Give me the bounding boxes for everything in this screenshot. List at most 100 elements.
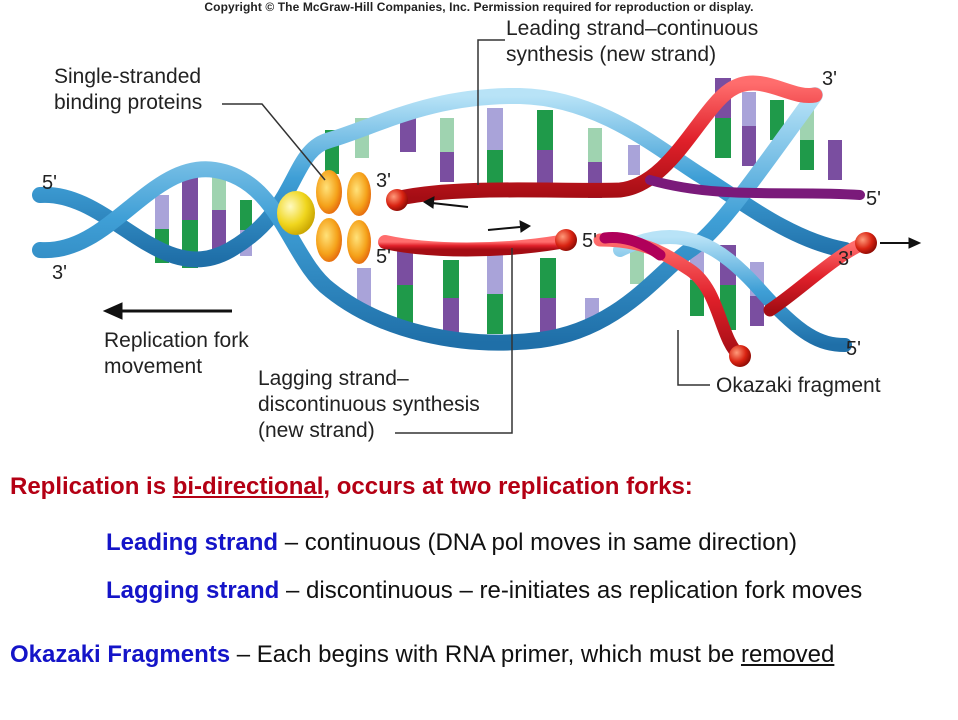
okazaki-definition: Okazaki Fragments – Each begins with RNA…: [10, 641, 834, 669]
leading-label: Leading strand–continuous synthesis (new…: [506, 16, 758, 68]
base: [715, 118, 731, 158]
base: [750, 296, 764, 326]
end-label: 3': [838, 248, 853, 270]
lagging-label-line: discontinuous synthesis: [258, 393, 480, 416]
lagging-term: Lagging strand: [106, 577, 280, 604]
new-strands: [378, 75, 867, 363]
base: [357, 268, 371, 308]
parental-strand-top: [32, 87, 853, 268]
okazaki-emphasis: removed: [740, 641, 835, 668]
arrowhead: [908, 237, 922, 249]
ssb-leader: [222, 103, 326, 181]
okazaki-term: Okazaki Fragments: [10, 641, 231, 668]
base: [628, 145, 640, 175]
base: [742, 126, 756, 166]
end-label: 5': [42, 172, 57, 194]
base: [240, 200, 252, 230]
headline: Replication is bi-directional, occurs at…: [10, 473, 693, 501]
end-label: 5': [866, 188, 881, 210]
end-label: 3': [52, 262, 67, 284]
headline-emphasis: bi-directional: [172, 473, 324, 500]
leader-lines: [222, 39, 710, 434]
arrowhead: [102, 302, 123, 320]
dna-polymerase: [555, 229, 577, 251]
arrowhead: [423, 196, 435, 209]
leading-direction-arrow: [431, 202, 469, 208]
leading-leader: [477, 39, 505, 185]
base: [537, 150, 553, 192]
base: [828, 140, 842, 180]
arrowhead: [519, 220, 531, 233]
okazaki-description: – Each begins with RNA primer, which mus…: [230, 641, 741, 668]
leading-strand-tail: [645, 175, 865, 200]
base: [630, 250, 644, 284]
base: [540, 258, 556, 298]
ssb-protein: [347, 172, 371, 216]
okazaki-leader: [677, 330, 710, 386]
helicase: [277, 191, 315, 235]
dna-polymerase: [386, 189, 408, 211]
base: [397, 285, 413, 327]
ssb-protein: [316, 170, 342, 214]
lagging-definition: Lagging strand – discontinuous – re-init…: [106, 577, 862, 605]
base: [397, 245, 413, 285]
parental-strand-right: [613, 229, 852, 352]
ssb-protein: [316, 218, 342, 262]
base: [440, 152, 454, 182]
base: [487, 250, 503, 294]
right-new-strand: [763, 238, 867, 317]
base: [800, 140, 814, 170]
copyright-notice: Copyright © The McGraw-Hill Companies, I…: [204, 0, 754, 14]
base: [155, 195, 169, 229]
ssb-label-line: Single-stranded: [54, 65, 202, 88]
fork-label-line: Replication fork: [104, 329, 249, 352]
base: [487, 150, 503, 188]
ssb-label: Single-stranded binding proteins: [54, 64, 202, 116]
lagging-description: – discontinuous – re-initiates as replic…: [279, 577, 863, 604]
dna-polymerase: [855, 232, 877, 254]
leading-strand: [392, 75, 823, 206]
base: [443, 260, 459, 298]
proteins: [277, 170, 877, 367]
base: [487, 294, 503, 334]
rna-primer: [599, 232, 666, 261]
lagging-label: Lagging strand– discontinuous synthesis …: [258, 366, 480, 444]
base: [540, 298, 556, 336]
lagging-label-line: (new strand): [258, 419, 375, 442]
ssb-label-line: binding proteins: [54, 91, 203, 114]
base: [487, 108, 503, 150]
leading-label-line: synthesis (new strand): [506, 43, 717, 66]
arrows: [102, 196, 922, 320]
base: [212, 210, 226, 250]
base: [537, 110, 553, 150]
leading-label-line: Leading strand–continuous: [506, 17, 759, 40]
base: [588, 128, 602, 162]
headline-part: , occurs at two replication forks:: [323, 473, 693, 500]
base: [440, 118, 454, 152]
okazaki-label: Okazaki fragment: [716, 374, 881, 397]
lagging-label-line: Lagging strand–: [258, 367, 409, 390]
end-label: 3': [376, 170, 391, 192]
end-label: 3': [822, 68, 837, 90]
base: [443, 298, 459, 334]
fork-label-line: movement: [104, 355, 203, 378]
end-label: 5': [582, 230, 597, 252]
leading-term: Leading strand: [106, 529, 279, 556]
headline-part: Replication is: [10, 473, 173, 500]
end-label: 5': [846, 338, 861, 360]
base: [212, 170, 226, 210]
dna-polymerase: [729, 345, 751, 367]
base: [182, 168, 198, 220]
leading-description: – continuous (DNA pol moves in same dire…: [278, 529, 797, 556]
lagging-fragment: [378, 235, 567, 257]
lagging-direction-arrow: [487, 226, 521, 231]
fork-movement-label: Replication fork movement: [104, 328, 249, 380]
lagging-leader: [395, 248, 513, 434]
ssb-protein: [347, 220, 371, 264]
end-label: 5': [376, 246, 391, 268]
base: [742, 92, 756, 126]
leading-definition: Leading strand – continuous (DNA pol mov…: [106, 529, 797, 557]
parental-backbones: [32, 87, 853, 352]
